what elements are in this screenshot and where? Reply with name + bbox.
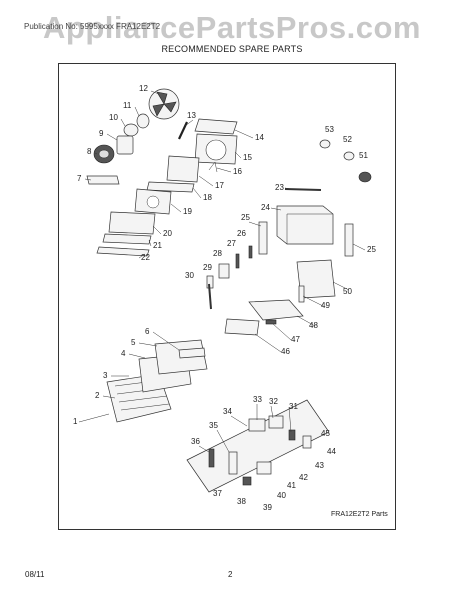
callout-29: 29 (203, 263, 212, 272)
callout-51: 51 (359, 151, 368, 160)
callout-16: 16 (233, 167, 242, 176)
callout-18: 18 (203, 193, 212, 202)
side-panel-right-part (344, 223, 354, 257)
sensor-part (235, 253, 240, 269)
housing-part (166, 155, 200, 183)
callout-52: 52 (343, 135, 352, 144)
callout-15: 15 (243, 153, 252, 162)
callout-36: 36 (191, 437, 200, 446)
base-pan-48-part (248, 299, 304, 321)
callout-34: 34 (223, 407, 232, 416)
part-52 (343, 151, 355, 161)
leader-lines (78, 90, 366, 453)
callout-47: 47 (291, 335, 300, 344)
callout-22: 22 (141, 253, 150, 262)
callout-33: 33 (253, 395, 262, 404)
fan-blade-part (148, 88, 180, 120)
clip-part (208, 161, 218, 173)
callout-1: 1 (73, 417, 78, 426)
callout-41: 41 (287, 481, 296, 490)
publication-header: Publication No: 5995xxxx FRA12E2T2 (24, 22, 161, 31)
callout-8: 8 (87, 147, 92, 156)
callout-44: 44 (327, 447, 336, 456)
ring-part (123, 123, 139, 137)
callout-49: 49 (321, 301, 330, 310)
callout-19: 19 (183, 207, 192, 216)
scroll-part (134, 188, 172, 215)
grille-strip-part (146, 181, 195, 193)
blower-wheel-part (93, 144, 115, 164)
callout-14: 14 (255, 133, 264, 142)
part-53 (319, 139, 331, 149)
page-subtitle: RECOMMENDED SPARE PARTS (161, 44, 303, 54)
callout-23: 23 (275, 183, 284, 192)
motor-part (358, 171, 372, 183)
callout-28: 28 (213, 249, 222, 258)
callout-42: 42 (299, 473, 308, 482)
callout-21: 21 (153, 241, 162, 250)
callout-11: 11 (123, 101, 132, 110)
callout-6: 6 (145, 327, 150, 336)
electrical-control-assembly (186, 399, 330, 493)
callout-26: 26 (237, 229, 246, 238)
callout-3: 3 (103, 371, 108, 380)
callout-31: 31 (289, 402, 298, 411)
callout-24: 24 (261, 203, 270, 212)
shroud-part (194, 133, 238, 165)
callout-46: 46 (281, 347, 290, 356)
cover-part (194, 118, 238, 135)
panel-46-part (224, 318, 260, 336)
callout-30: 30 (185, 271, 194, 280)
callout-17: 17 (215, 181, 224, 190)
front-grille-assembly (106, 339, 208, 423)
callout-32: 32 (269, 397, 278, 406)
callout-45: 45 (321, 429, 330, 438)
callout-20: 20 (163, 229, 172, 238)
bracket-part (116, 135, 134, 155)
callout-40: 40 (277, 491, 286, 500)
callout-4: 4 (121, 349, 126, 358)
cabinet-part (276, 205, 334, 245)
callout-53: 53 (325, 125, 334, 134)
callout-9: 9 (99, 129, 104, 138)
callout-13: 13 (187, 111, 196, 120)
mount-part (265, 319, 277, 325)
callout-43: 43 (315, 461, 324, 470)
callout-39: 39 (263, 503, 272, 512)
base-part (108, 211, 156, 235)
footer-page-number: 2 (228, 570, 233, 579)
footer-date: 08/11 (25, 570, 45, 579)
callout-2: 2 (95, 391, 100, 400)
callout-25-left: 25 (241, 213, 250, 222)
callout-38: 38 (237, 497, 246, 506)
rail-part (102, 233, 152, 245)
switch-part (248, 245, 253, 259)
callout-25-right: 25 (367, 245, 376, 254)
callout-50: 50 (343, 287, 352, 296)
callout-37: 37 (213, 489, 222, 498)
diagram-caption: FRA12E2T2 Parts (331, 511, 388, 518)
rod-part (178, 121, 188, 140)
tube-part (208, 283, 212, 310)
hub-part (136, 113, 150, 129)
callout-12: 12 (139, 84, 148, 93)
exploded-parts-diagram: 1 2 3 4 5 6 7 8 9 10 11 12 13 14 15 16 1… (73, 84, 376, 512)
callout-7: 7 (77, 174, 82, 183)
callout-35: 35 (209, 421, 218, 430)
control-part (218, 263, 230, 279)
bracket-49-part (298, 285, 305, 303)
side-panel-left-part (258, 221, 268, 255)
drain-pan-part (86, 175, 120, 185)
base-pan-part (96, 246, 150, 257)
callout-5: 5 (131, 338, 136, 347)
top-rod-part (284, 188, 322, 191)
callout-27: 27 (227, 239, 236, 248)
watermark-logo: AppliancePartsPros.com (43, 10, 421, 45)
callout-10: 10 (109, 113, 118, 122)
exploded-diagram-frame: 1 2 3 4 5 6 7 8 9 10 11 12 13 14 15 16 1… (58, 63, 396, 530)
